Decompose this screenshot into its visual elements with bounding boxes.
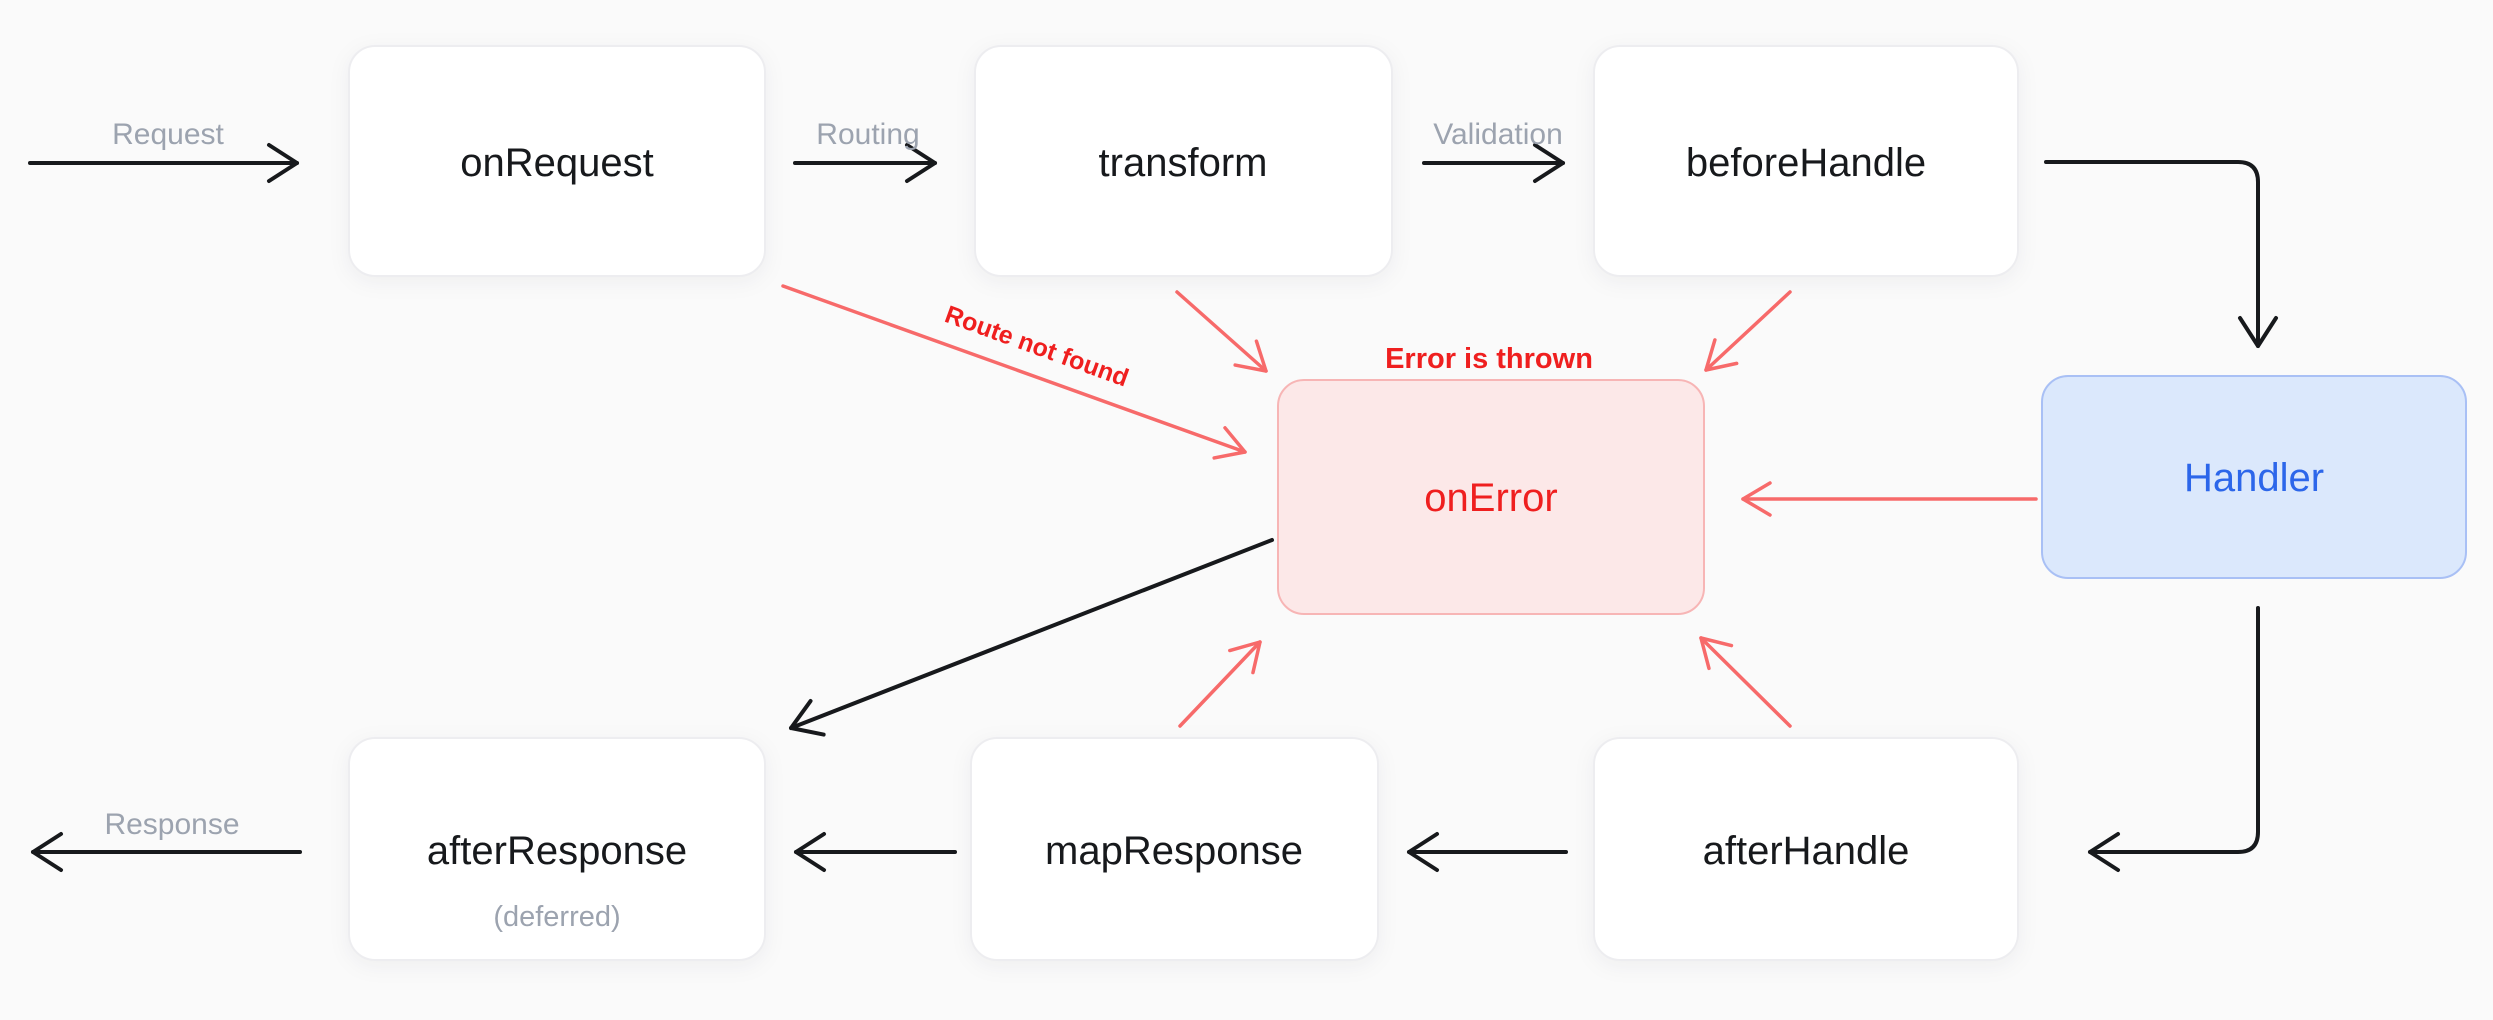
edge-beforehandle-to-handler	[2044, 160, 2278, 348]
node-beforehandle-label: beforeHandle	[1686, 141, 1926, 185]
node-onerror-box	[1277, 379, 1705, 615]
node-afterhandle-box	[1593, 737, 2019, 961]
edge-onerror-to-afterresponse	[789, 538, 1274, 737]
node-afterresponse: afterResponse (deferred)	[348, 737, 766, 961]
node-onerror-label: onError	[1424, 476, 1557, 520]
node-afterhandle: afterHandle	[1593, 737, 2019, 961]
node-handler-label: Handler	[2184, 456, 2324, 500]
error-edges	[781, 284, 2038, 728]
node-handler-box	[2041, 375, 2467, 579]
node-onrequest-label: onRequest	[460, 141, 653, 185]
edge-label-routing: Routing	[816, 118, 919, 151]
node-afterhandle-label: afterHandle	[1703, 829, 1910, 873]
node-afterresponse-sublabel: (deferred)	[493, 901, 620, 933]
node-onrequest-box	[348, 45, 766, 277]
node-mapresponse-label: mapResponse	[1045, 829, 1303, 873]
node-mapresponse: mapResponse	[970, 737, 1379, 961]
node-transform: transform	[974, 45, 1393, 277]
node-handler: Handler	[2041, 375, 2467, 579]
edge-label-validation: Validation	[1433, 118, 1563, 151]
node-beforehandle: beforeHandle	[1593, 45, 2019, 277]
node-onrequest: onRequest	[348, 45, 766, 277]
node-onerror: onError	[1277, 379, 1705, 615]
edge-handler-to-afterhandle	[2088, 606, 2260, 872]
edge-transform-to-onerror	[1175, 290, 1268, 373]
node-afterresponse-box	[348, 737, 766, 961]
edge-label-request: Request	[112, 118, 224, 151]
annotation-error-is-thrown: Error is thrown	[1385, 343, 1593, 375]
edge-afterhandle-to-onerror	[1699, 636, 1792, 728]
node-transform-box	[974, 45, 1393, 277]
edge-beforehandle-to-onerror	[1704, 290, 1792, 372]
flow-edges	[28, 143, 2278, 872]
node-transform-label: transform	[1099, 141, 1268, 185]
edge-mapresponse-to-onerror	[1178, 640, 1262, 728]
node-beforehandle-box	[1593, 45, 2019, 277]
edge-onrequest-to-onerror	[781, 284, 1247, 460]
edge-label-response: Response	[104, 808, 239, 841]
node-afterresponse-label: afterResponse	[427, 829, 687, 873]
node-mapresponse-box	[970, 737, 1379, 961]
